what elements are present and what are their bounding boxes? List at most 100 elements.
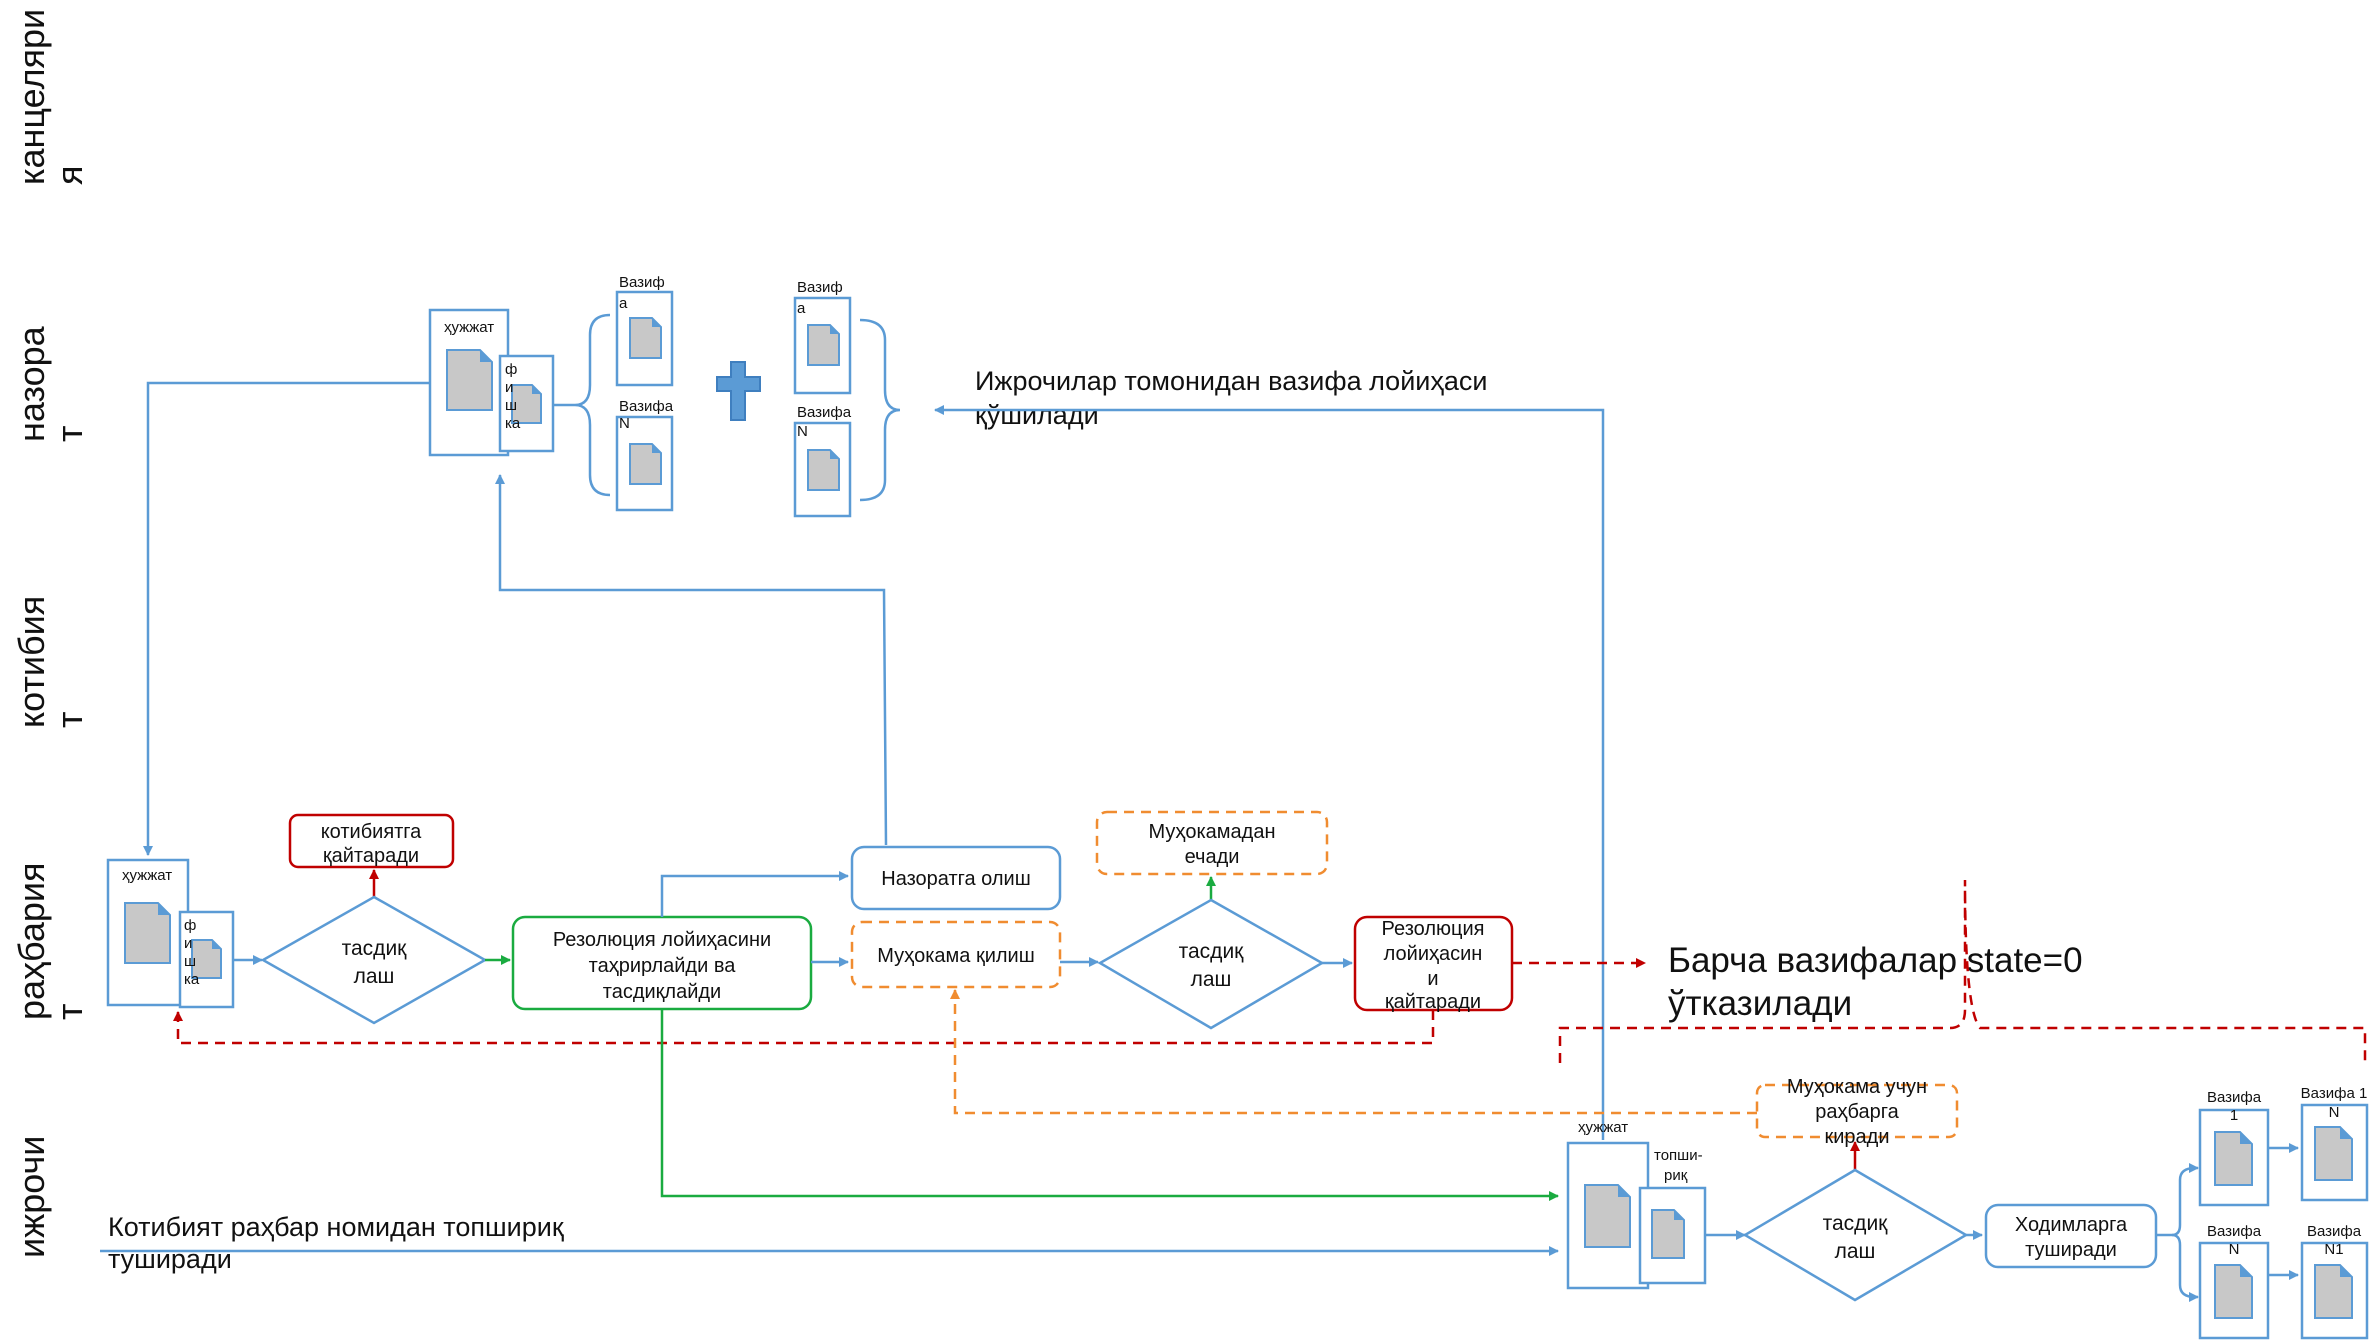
approve-diamond-1: тасдиқ лаш [260,895,488,1025]
svg-text:котибия: котибия [11,596,52,728]
connector-discussion-orange [950,989,1757,1115]
svg-text:ка: ка [184,971,200,988]
svg-text:тасдиқлайди: тасдиқлайди [603,981,721,1003]
discussion-box: Муҳокама қилиш [850,920,1062,989]
svg-text:топши-: топши- [1654,1147,1703,1164]
svg-text:Вазифа 1: Вазифа 1 [2301,1085,2368,1102]
brace-right [859,318,901,502]
svg-text:Барча вазифалар state=0: Барча вазифалар state=0 [1668,941,2083,980]
lane-kotibiyat: котибия т [11,596,90,728]
svg-text:тасдиқ: тасдиқ [1179,940,1245,963]
svg-text:т: т [49,712,90,729]
svg-text:ф: ф [505,361,517,378]
task-card-a-right: Вазиф а [793,279,852,395]
svg-text:Назоратга олиш: Назоратга олиш [881,868,1030,890]
nazorat-document-card: ҳужжат ф и ш ка [428,308,555,457]
svg-text:N: N [797,423,808,440]
svg-text:ижрочи: ижрочи [11,1136,52,1258]
task-n1-card: Вазифа N1 [2300,1223,2369,1340]
svg-text:Резолюция: Резолюция [1382,918,1485,940]
connector-nazorat-to-rahbariyat [143,381,430,856]
svg-text:назора: назора [11,325,52,442]
document-icon [446,349,493,411]
resolution-edit-box: Резолюция лойиҳасини таҳрирлайди ва тасд… [511,915,813,1011]
svg-text:Котибият раҳбар номидан топшир: Котибият раҳбар номидан топшириқ [108,1212,564,1242]
svg-text:Ижрочилар томонидан вазифа лой: Ижрочилар томонидан вазифа лойиҳаси [975,366,1487,396]
svg-text:лаш: лаш [1835,1240,1876,1263]
svg-text:Вазифа: Вазифа [2207,1223,2262,1240]
lane-ijrochi: ижрочи [11,1136,52,1258]
svg-text:туширади: туширади [108,1244,232,1274]
svg-text:Резолюция лойиҳасини: Резолюция лойиҳасини [553,929,771,951]
svg-text:туширади: туширади [2025,1239,2117,1261]
connector-ijrochi-to-nazorat [934,405,1605,1140]
lane-kanceliariya: канцеляри я [11,9,90,185]
svg-text:и: и [505,379,513,396]
svg-text:Муҳокама учун: Муҳокама учун [1787,1076,1927,1098]
svg-text:Вазифа: Вазифа [2207,1089,2262,1106]
svg-text:1: 1 [2230,1107,2238,1124]
nazorat-note: Ижрочилар томонидан вазифа лойиҳаси қўши… [975,366,1487,430]
svg-text:лойиҳасин: лойиҳасин [1384,943,1483,965]
svg-text:тасдиқ: тасдиқ [1823,1212,1889,1235]
rahbariyat-document-card: ҳужжат ф и ш ка [106,858,235,1009]
task-n-card: Вазифа N [2198,1223,2270,1340]
task-card-n-left: Вазифа N [615,398,674,512]
return-to-kotibiyat-box: котибиятга қайтаради [288,813,455,869]
lane-rahbariyat: раҳбария т [11,863,90,1020]
svg-text:Муҳокамадан: Муҳокамадан [1148,821,1275,843]
svg-text:N1: N1 [2324,1241,2343,1258]
lane-nazorat: назора т [11,325,90,442]
svg-text:киради: киради [1824,1126,1889,1148]
task-card-a-left: Вазиф а [615,274,674,387]
svg-text:а: а [797,300,806,317]
discussion-enter-box: Муҳокама учун раҳбарга киради [1755,1076,1959,1148]
kotibiyat-task-text: Котибият раҳбар номидан топшириқ туширад… [108,1212,564,1274]
svg-text:Вазиф: Вазиф [797,279,843,296]
brace-red-dashed [1558,879,2367,1063]
svg-text:и: и [184,935,192,952]
svg-text:ш: ш [505,397,517,414]
approve-diamond-3: тасдиқ лаш [1742,1168,1969,1302]
svg-text:канцеляри: канцеляри [11,9,52,185]
svg-text:а: а [619,295,628,312]
svg-text:таҳрирлайди ва: таҳрирлайди ва [589,955,737,977]
svg-text:ҳужжат: ҳужжат [122,867,172,884]
task-card-n-right: Вазифа N [793,404,852,518]
ijrochi-document-card: ҳужжат топши- риқ [1566,1119,1707,1290]
svg-text:раҳбария: раҳбария [11,863,52,1020]
svg-text:лаш: лаш [1191,968,1232,991]
document-icon [511,384,542,424]
svg-text:ҳужжат: ҳужжат [444,319,494,336]
task-1-card: Вазифа 1 [2198,1089,2270,1207]
approve-diamond-2: тасдиқ лаш [1097,898,1325,1030]
svg-text:ф: ф [184,917,196,934]
svg-text:тасдиқ: тасдиқ [342,937,408,960]
svg-text:раҳбарга: раҳбарга [1815,1101,1899,1123]
svg-text:N: N [2229,1241,2240,1258]
svg-text:қайтаради: қайтаради [1385,991,1481,1013]
svg-text:т: т [49,1004,90,1021]
plus-icon [716,361,761,421]
svg-text:қайтаради: қайтаради [323,845,419,867]
svg-text:лаш: лаш [354,965,395,988]
connector-resolution-to-ijrochi [660,1009,1559,1201]
svg-text:Ходимларга: Ходимларга [2015,1214,2128,1236]
task-1n-card: Вазифа 1 N [2301,1085,2369,1202]
svg-text:я: я [49,166,90,186]
svg-text:Муҳокама қилиш: Муҳокама қилиш [877,945,1035,967]
svg-text:Вазифа: Вазифа [797,404,852,421]
resolution-return-box: Резолюция лойиҳасин и қайтаради [1353,915,1514,1013]
svg-text:ҳужжат: ҳужжат [1578,1119,1628,1136]
svg-text:Вазифа: Вазифа [619,398,674,415]
to-staff-box: Ходимларга туширади [1984,1203,2158,1269]
all-tasks-state-text: Барча вазифалар state=0 ўтказилади [1668,941,2083,1023]
svg-text:ка: ка [505,415,521,432]
svg-text:риқ: риқ [1664,1167,1688,1184]
svg-text:ш: ш [184,953,196,970]
take-control-box: Назоратга олиш [850,845,1062,911]
svg-text:котибиятга: котибиятга [321,821,422,843]
svg-text:қўшилади: қўшилади [975,400,1099,430]
svg-text:N: N [619,415,630,432]
svg-text:и: и [1427,968,1438,990]
